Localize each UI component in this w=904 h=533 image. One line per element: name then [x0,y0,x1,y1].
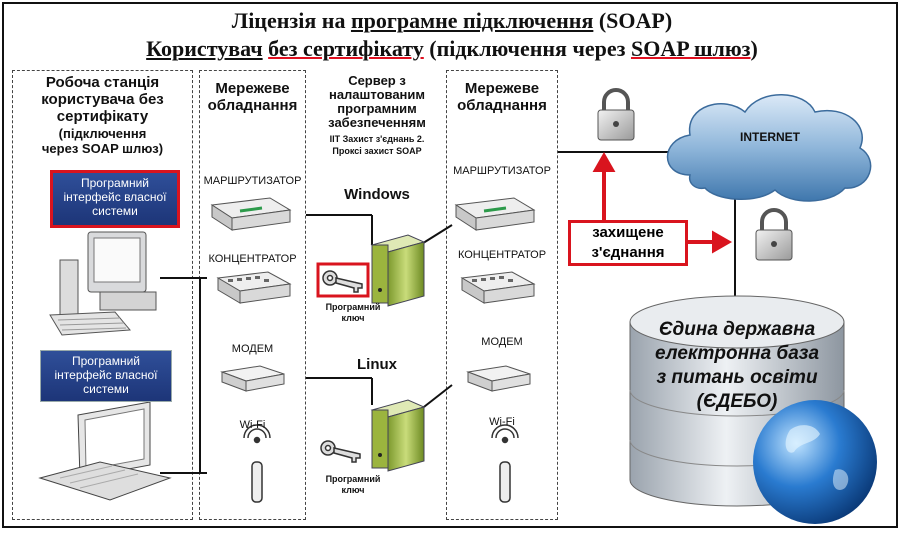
hub-left-label: КОНЦЕНТРАТОР [208,253,297,265]
internet-cloud-icon [666,94,872,202]
key-icon-2 [320,440,361,463]
server-note: ІІТ Захист з'єднань 2.Проксі захист SOAP [329,134,425,156]
hub-right-label: КОНЦЕНТРАТОР [457,249,547,261]
router-right-icon [454,197,536,231]
network-right-panel [446,70,558,520]
wifi-right-icon [491,424,519,503]
router-left-label: МАРШРУТИЗАТОР [203,175,302,187]
wifi-left-icon [243,424,271,503]
linux-label: Linux [357,356,397,373]
key-highlight-frame [316,262,370,298]
modem-right-icon [466,365,531,392]
router-left-icon [210,197,292,231]
title-line-1: Ліцензія на програмне підключення (SOAP) [231,8,673,33]
key-icon-1 [322,270,363,293]
padlock-icon-2 [755,208,793,261]
hub-left-icon [216,271,292,304]
server-windows-icon [370,234,426,307]
workstation-panel [12,70,193,520]
wifi-left-label: Wi-Fi [239,419,266,431]
title-line-2: Користувач без сертифікату (підключення … [146,36,758,61]
globe-icon [753,400,877,524]
connection-lines [160,151,736,474]
modem-left-label: МОДЕМ [231,343,274,355]
desktop-computer-icon [49,231,157,336]
hub-right-icon [460,271,536,304]
internet-label: INTERNET [740,130,800,144]
padlock-icon-1 [597,88,635,141]
server-linux-icon [370,399,426,472]
modem-left-icon [220,365,285,392]
red-arrows [592,151,733,254]
wifi-right-label: Wi-Fi [489,416,515,428]
windows-label: Windows [344,186,410,203]
router-right-label: МАРШРУТИЗАТОР [453,165,551,177]
modem-right-label: МОДЕМ [481,336,523,348]
laptop-icon [38,401,172,501]
